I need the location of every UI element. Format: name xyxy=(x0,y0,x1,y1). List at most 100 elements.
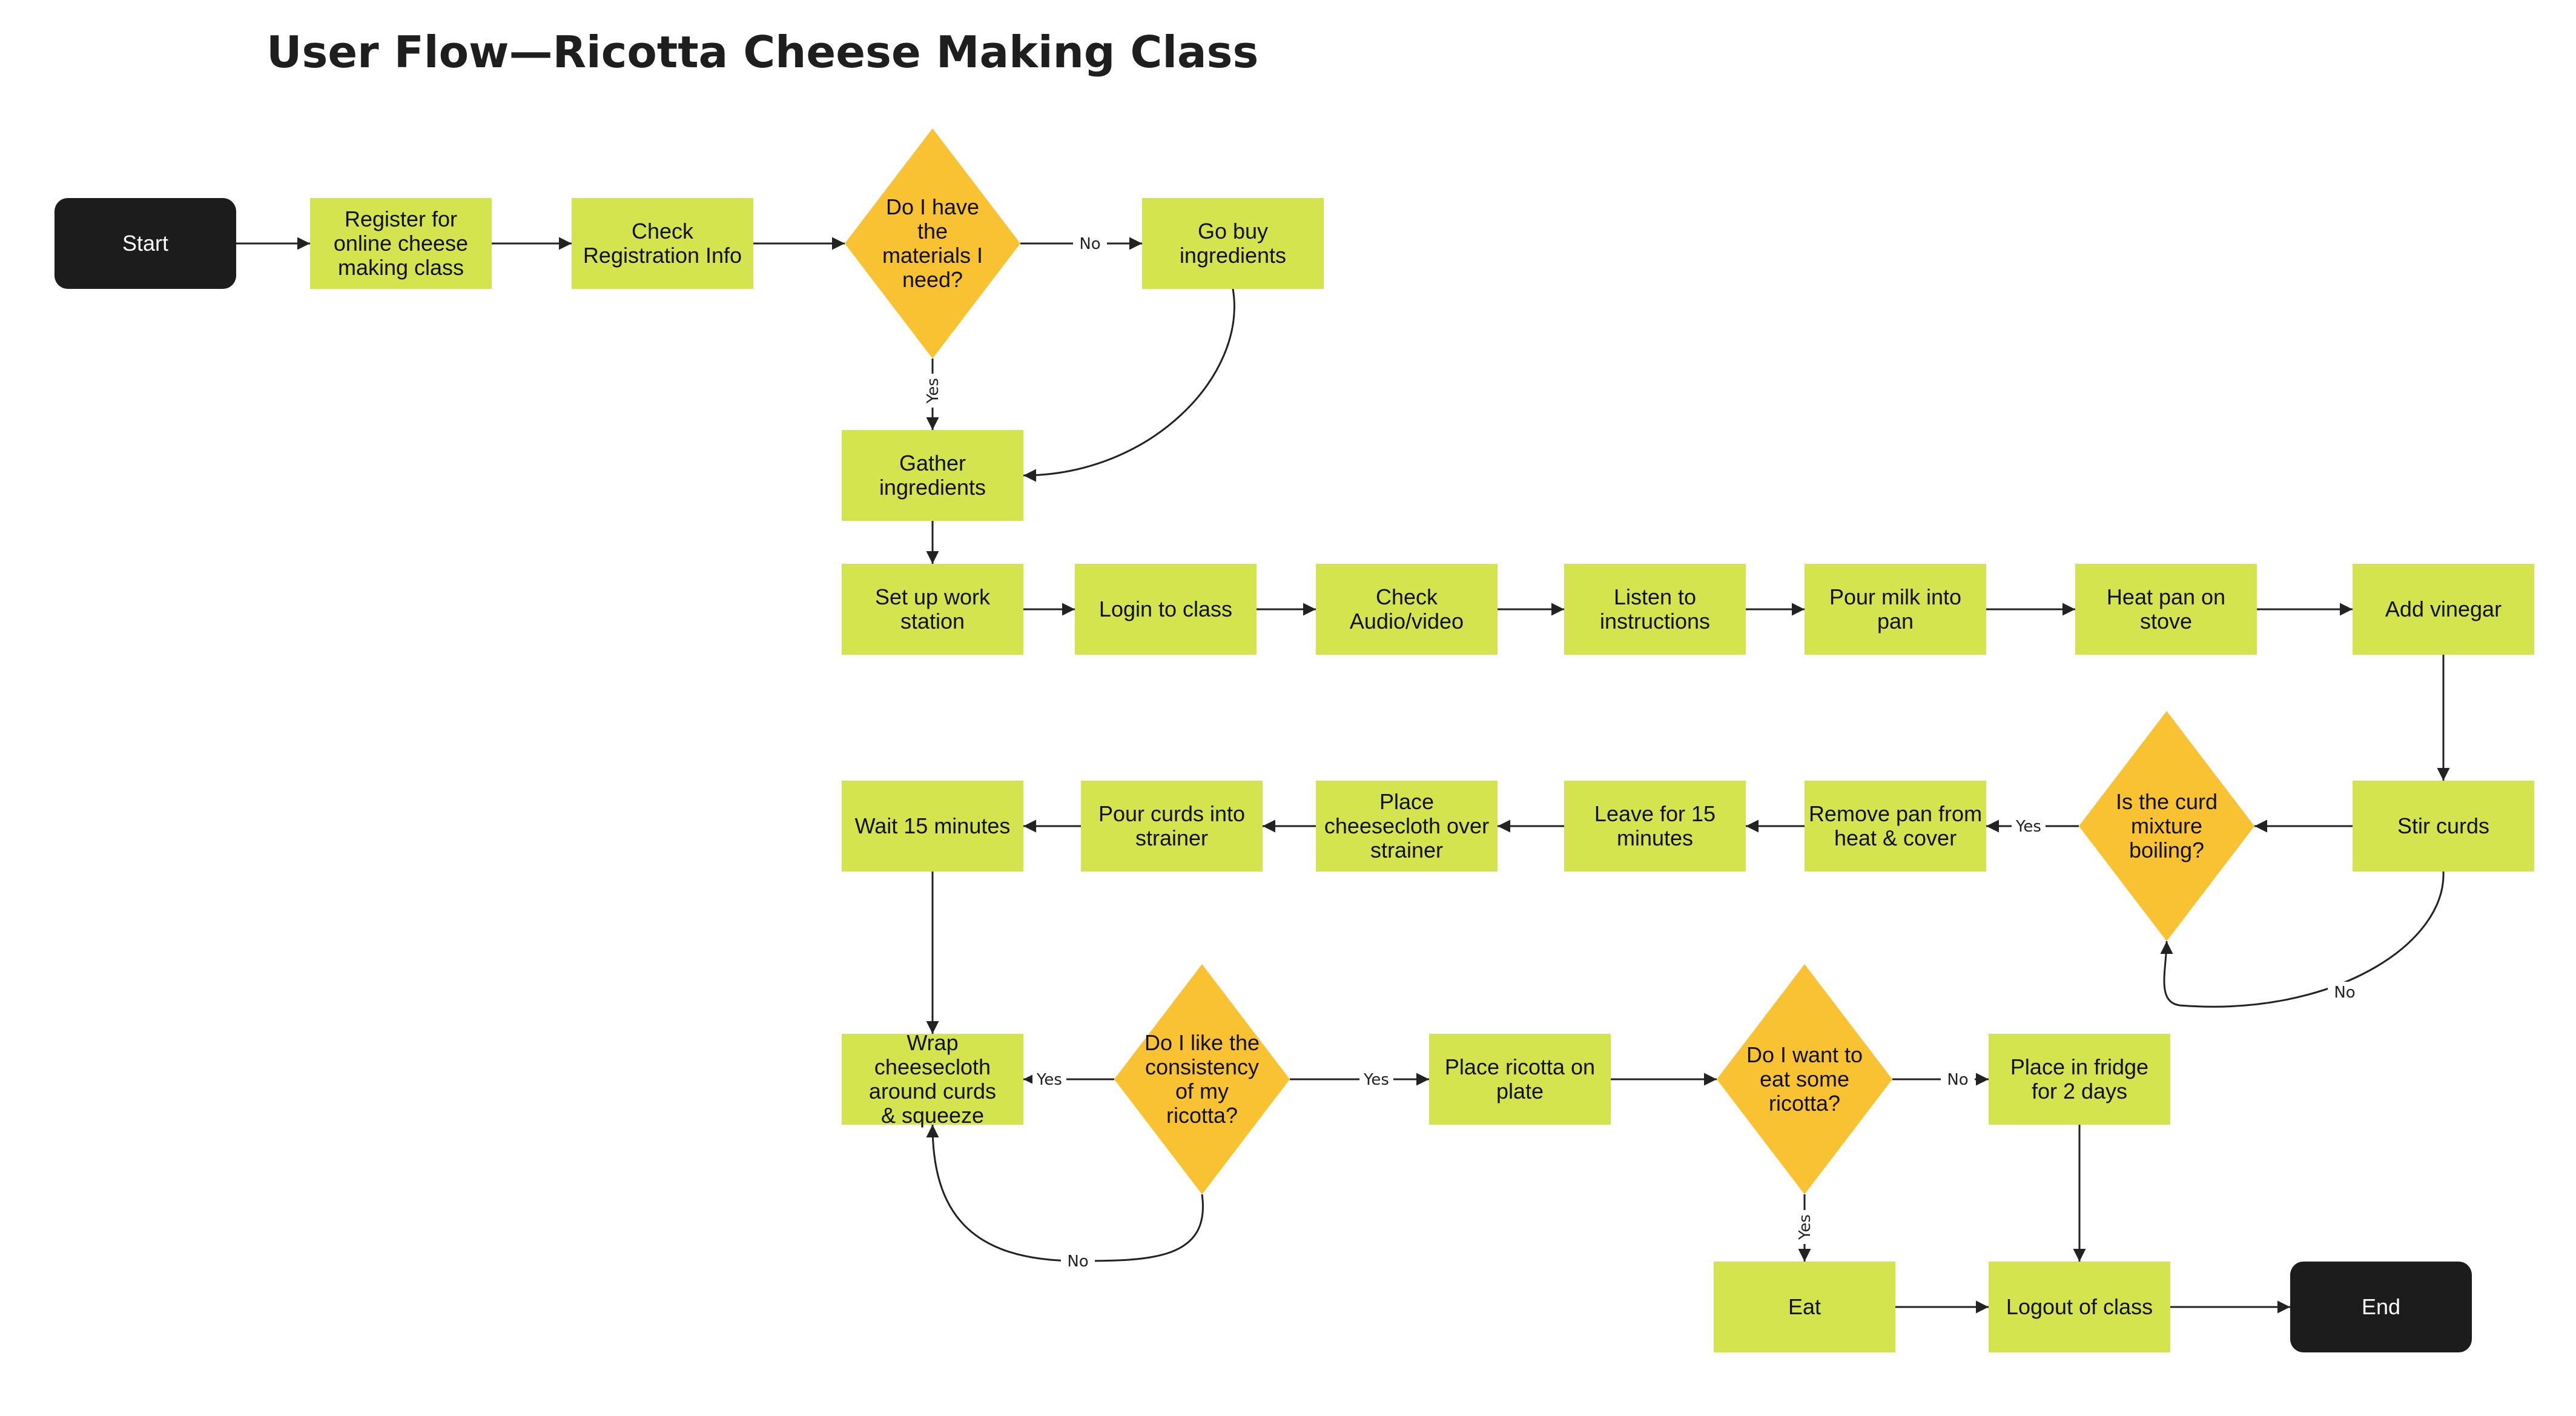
edges-layer xyxy=(236,237,2450,1314)
node-label-line: Place ricotta on xyxy=(1445,1054,1595,1079)
node-label-line: Set up work xyxy=(875,584,991,609)
node-label-line: cheesecloth xyxy=(874,1054,991,1079)
edge-like-to-wrap xyxy=(926,1124,1204,1262)
node-label-line: station xyxy=(900,609,965,634)
node-label-line: instructions xyxy=(1600,609,1710,634)
edge-label: Yes xyxy=(1036,1071,1062,1089)
edge-label: No xyxy=(1079,235,1100,253)
node-label-line: strainer xyxy=(1370,838,1443,862)
node-label-line: Place in fridge xyxy=(2010,1054,2148,1079)
terminal-shape xyxy=(2290,1262,2472,1352)
node-label-line: Check xyxy=(1376,584,1438,609)
node-label-line: Login to class xyxy=(1099,597,1232,621)
node-label-line: Start xyxy=(122,231,168,256)
process-shape xyxy=(1316,781,1498,872)
edge-label: Yes xyxy=(2015,818,2041,836)
node-label-line: plate xyxy=(1496,1079,1544,1103)
node-label-line: Pour curds into xyxy=(1098,801,1245,826)
edge-label: Yes xyxy=(1796,1214,1814,1240)
edge-label: Yes xyxy=(1363,1071,1389,1089)
edge-label-bg xyxy=(2012,816,2046,836)
node-label-line: online cheese xyxy=(334,231,468,256)
node-label-line: Do I want to xyxy=(1746,1042,1863,1067)
node-label-line: cheesecloth over xyxy=(1324,813,1489,838)
edge-label-group: No xyxy=(1073,233,1107,254)
node-wait15: Wait 15 minutes xyxy=(842,781,1023,872)
process-shape xyxy=(1081,781,1263,872)
node-label-line: eat some xyxy=(1760,1067,1849,1091)
edge-label: Yes xyxy=(924,378,942,404)
process-shape xyxy=(842,564,1023,655)
decision-shape xyxy=(2079,711,2254,941)
node-label-line: pan xyxy=(1877,609,1914,634)
process-shape xyxy=(1564,781,1746,872)
edge-label: No xyxy=(2334,984,2355,1002)
node-login: Login to class xyxy=(1075,564,1257,655)
node-label-line: Add vinegar xyxy=(2385,597,2502,621)
edge-label-bg xyxy=(1794,1210,1815,1244)
decision-shape xyxy=(1717,964,1892,1194)
edge-label: No xyxy=(1067,1252,1088,1271)
node-label-line: heat & cover xyxy=(1834,825,1957,850)
process-shape xyxy=(1142,198,1324,289)
process-shape xyxy=(1989,1262,2170,1352)
edge-label-bg xyxy=(1941,1069,1975,1090)
terminal-shape xyxy=(54,198,236,289)
edge-stir-to-boiling xyxy=(2160,871,2445,1008)
process-shape xyxy=(1714,1262,1895,1352)
node-label-line: Listen to xyxy=(1614,584,1696,609)
node-label-line: Audio/video xyxy=(1350,609,1464,634)
edge-label-group: Yes xyxy=(2012,816,2046,836)
edge-label-group: Yes xyxy=(1359,1069,1393,1090)
node-add-vinegar: Add vinegar xyxy=(2353,564,2534,655)
process-shape xyxy=(1805,781,1986,872)
node-label-line: Wrap xyxy=(907,1030,958,1055)
edge-label-group: Yes xyxy=(1032,1069,1066,1090)
node-label-line: for 2 days xyxy=(2032,1079,2127,1103)
node-label-line: consistency xyxy=(1145,1054,1259,1079)
process-shape xyxy=(842,430,1023,521)
node-label-line: Register for xyxy=(345,207,457,231)
edge-label-group: No xyxy=(1061,1251,1095,1271)
node-label-line: ingredients xyxy=(1180,243,1286,268)
node-label-line: Logout of class xyxy=(2006,1294,2153,1319)
node-label-line: Gather xyxy=(899,451,966,475)
node-label-line: Heat pan on xyxy=(2107,584,2225,609)
node-label-line: boiling? xyxy=(2129,838,2204,862)
node-label-line: Stir curds xyxy=(2397,813,2489,838)
process-shape xyxy=(1805,564,1986,655)
edge-label-group: No xyxy=(1941,1069,1975,1090)
node-label-line: around curds xyxy=(869,1079,996,1103)
process-shape xyxy=(1564,564,1746,655)
node-label-line: Registration Info xyxy=(583,243,742,268)
node-label-line: ricotta? xyxy=(1769,1091,1840,1116)
node-label-line: of my xyxy=(1175,1079,1229,1103)
node-label-line: stove xyxy=(2140,609,2192,634)
node-label-line: Check xyxy=(632,219,694,243)
node-label-line: Do I have xyxy=(886,194,979,219)
edge-label-bg xyxy=(1032,1069,1066,1090)
node-label-line: the xyxy=(917,219,948,243)
process-shape xyxy=(1075,564,1257,655)
process-shape xyxy=(2353,781,2534,872)
node-label-line: Eat xyxy=(1788,1294,1821,1319)
edge-label-bg xyxy=(1359,1069,1393,1090)
process-shape xyxy=(1429,1034,1611,1125)
node-label-line: Pour milk into xyxy=(1829,584,1961,609)
node-label-line: Wait 15 minutes xyxy=(855,813,1011,838)
node-label-line: strainer xyxy=(1135,825,1208,850)
